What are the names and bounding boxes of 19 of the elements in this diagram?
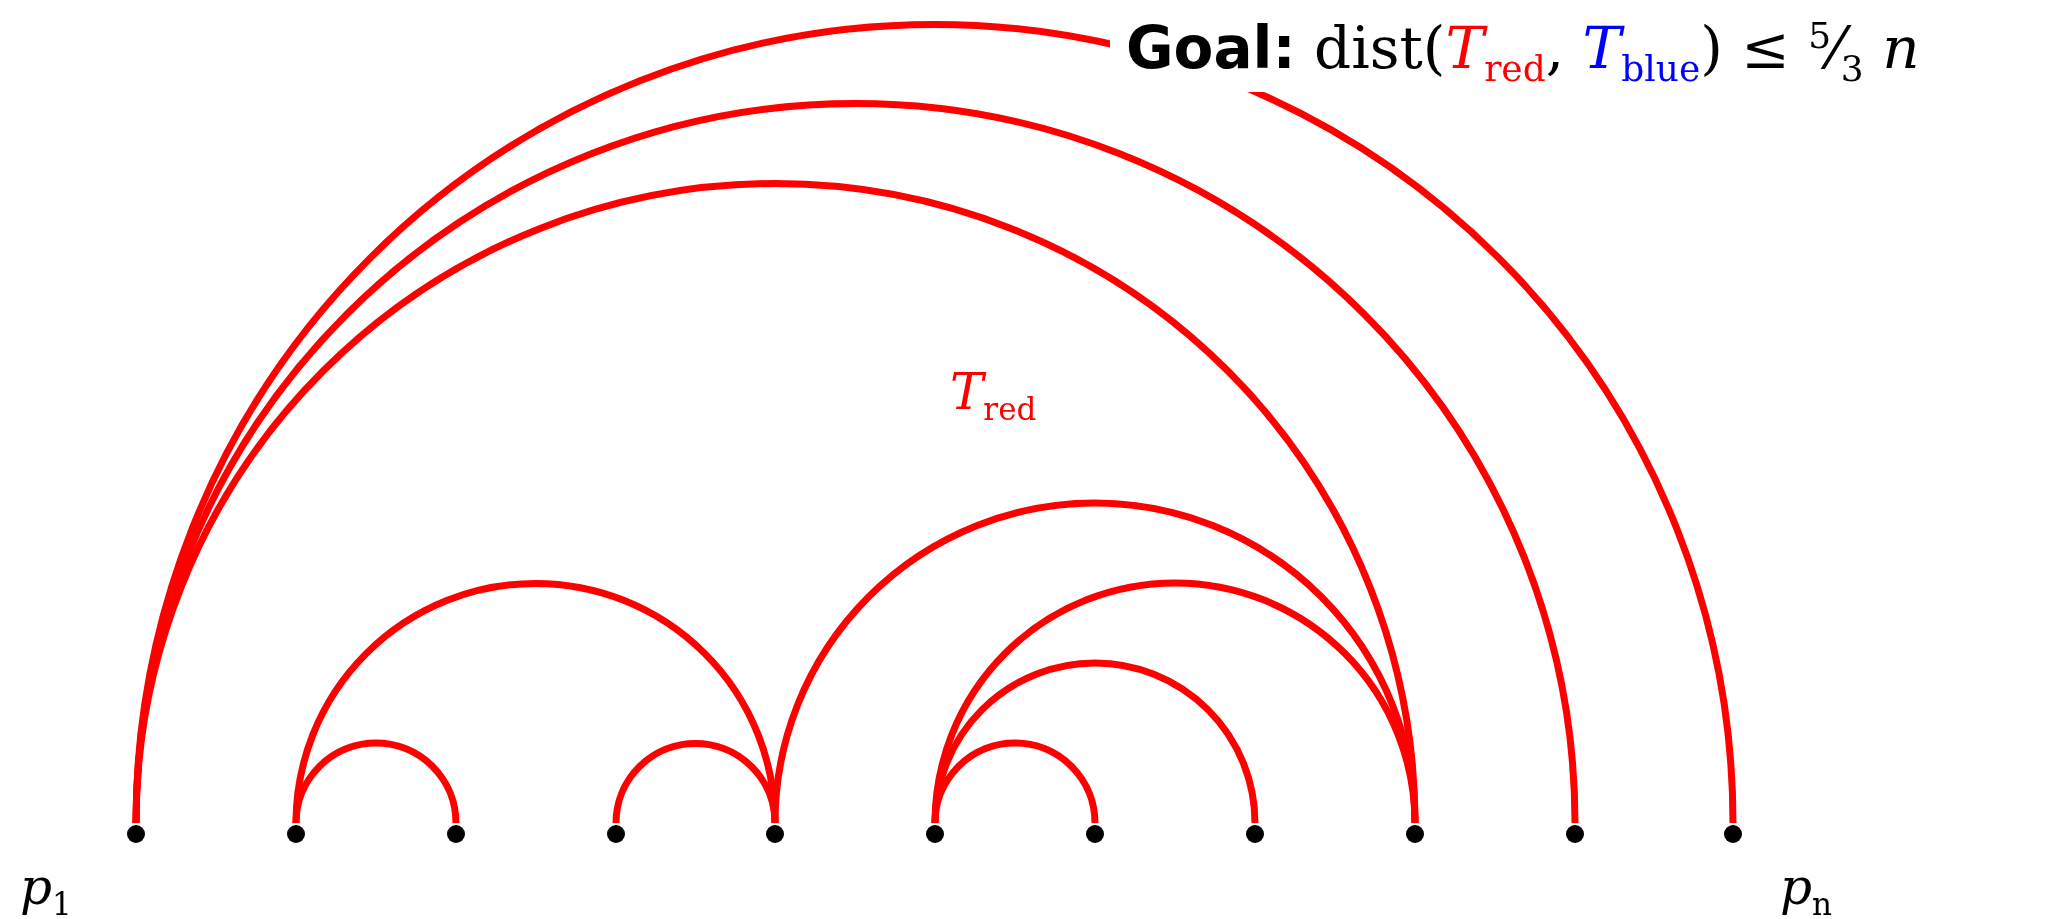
arc-edge (132, 22, 1737, 824)
arc-edge (771, 500, 1419, 824)
arc-edge (132, 101, 1579, 824)
point-dot (1724, 825, 1742, 843)
point-label: p$_{1}$ (20, 860, 72, 919)
point-dot (1246, 825, 1264, 843)
point-dot (607, 825, 625, 843)
arc-edge (931, 579, 1419, 824)
point-dot (287, 825, 305, 843)
point-dot (447, 825, 465, 843)
point-dot (926, 825, 944, 843)
point-dot (1566, 825, 1584, 843)
tree-label: T$_{red}$ (950, 365, 1037, 427)
point-dot (127, 825, 145, 843)
point-dot (1086, 825, 1104, 843)
point-label: p$_{n}$ (1780, 860, 1832, 919)
arc-edge (132, 181, 1419, 824)
point-dot (766, 825, 784, 843)
point-dot (1406, 825, 1424, 843)
